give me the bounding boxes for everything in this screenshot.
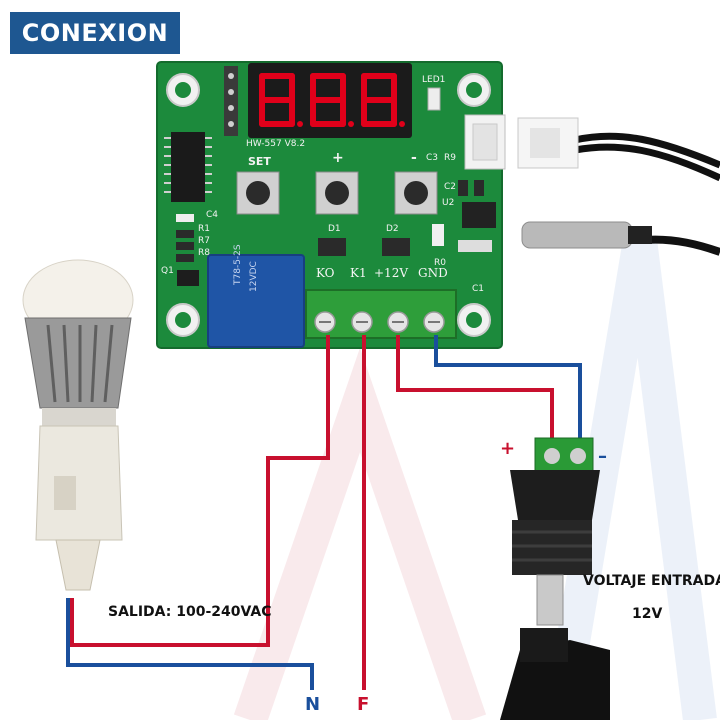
dc-power-jack [500, 437, 610, 720]
neutral-label: N [305, 694, 321, 715]
display-decimal-point [399, 121, 405, 127]
microcontroller-chip [164, 132, 212, 202]
display-decimal-point [297, 121, 303, 127]
input-voltage-value: 12V [632, 606, 663, 622]
c2-label: C2 [444, 182, 457, 192]
relay: T78-5-2S 12VDC [207, 244, 305, 348]
c3-label: C3 [426, 153, 439, 163]
svg-text:T78-5-2S: T78-5-2S [233, 244, 243, 286]
temperature-sensor-probe [517, 117, 720, 256]
thermostat-board: T78-5-2S 12VDC [156, 61, 506, 349]
terminal-label-12v: +12V [374, 266, 408, 280]
terminal-label-gnd: GND [418, 266, 448, 280]
r0-label: R0 [434, 258, 446, 268]
set-label: SET [248, 155, 271, 168]
svg-text:12VDC: 12VDC [249, 261, 259, 292]
minus-button [394, 171, 438, 215]
c4-label: C4 [206, 210, 219, 220]
display-decimal-point [348, 121, 354, 127]
terminal-block [305, 289, 457, 339]
d1-label: D1 [328, 224, 341, 234]
terminal-label-k1: K1 [350, 266, 367, 280]
dc-minus-label: – [598, 446, 607, 467]
phase-label: F [357, 694, 370, 715]
page-title: CONEXION [10, 12, 180, 54]
d2-label: D2 [386, 224, 399, 234]
watermark-shape [233, 347, 487, 720]
board-model-label: HW-557 V8.2 [246, 139, 306, 149]
sensor-connector [464, 114, 506, 170]
plus-label: + [332, 150, 344, 166]
led-label: LED1 [422, 75, 446, 85]
u2-label: U2 [442, 198, 455, 208]
plus-button [315, 171, 359, 215]
r7-label: R7 [198, 236, 210, 246]
output-voltage-label: SALIDA: 100-240VAC [108, 604, 272, 620]
light-bulb [22, 259, 134, 591]
r8-label: R8 [198, 248, 210, 258]
terminal-label-ko: KO [316, 266, 335, 280]
r9-label: R9 [444, 153, 456, 163]
wiring [66, 335, 582, 690]
c1-label: C1 [472, 284, 485, 294]
set-button [236, 171, 280, 215]
minus-label: - [411, 150, 417, 166]
input-voltage-label: VOLTAJE ENTRADA [583, 573, 720, 589]
r1-label: R1 [198, 224, 210, 234]
q1-label: Q1 [161, 266, 174, 276]
dc-plus-label: + [500, 438, 516, 459]
